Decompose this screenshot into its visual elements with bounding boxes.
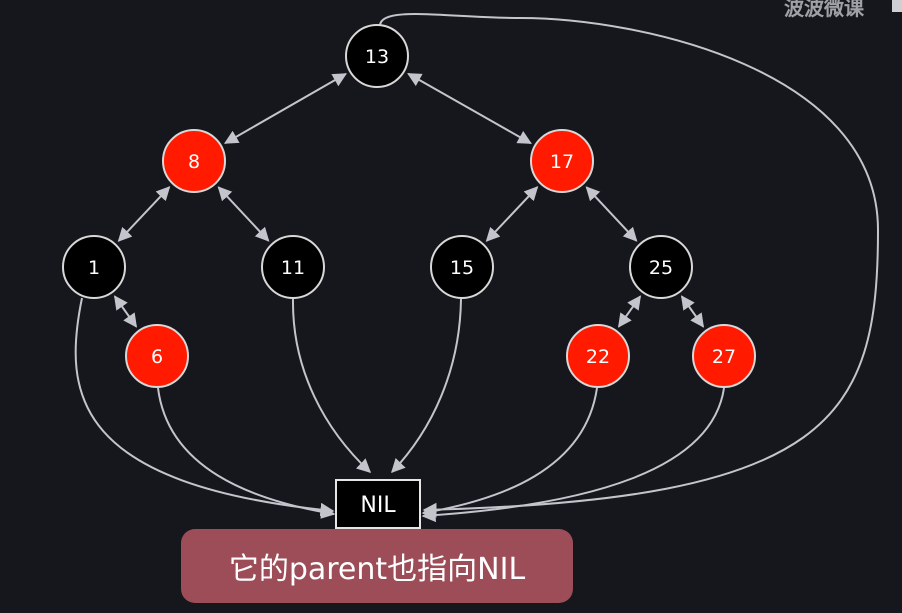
caption: 它的parent也指向NIL [181,529,573,603]
nil-link-27 [421,387,725,523]
edge-8-1 [117,186,171,242]
nil-link-1 [74,297,335,517]
nil-link-15 [391,298,462,474]
edge-17-15 [485,186,539,242]
edge-1-6 [113,295,138,328]
tree-node-6: 6 [125,324,189,388]
node-circle [692,324,756,388]
nil-label: NIL [360,493,396,518]
tree-node-17: 17 [530,129,594,193]
tree-node-27: 27 [692,324,756,388]
tree-node-11: 11 [261,235,325,299]
node-label: 6 [151,346,163,368]
nil-box [335,479,421,529]
node-label: 22 [586,346,610,368]
nil-link-22 [421,387,598,518]
node-circle [430,235,494,299]
node-label: 1 [88,257,100,279]
nil-link-13 [379,13,880,517]
node-circle [566,324,630,388]
node-label: 27 [712,346,736,368]
edge-8-11 [217,186,270,242]
tree-node-8: 8 [162,129,226,193]
edge-13-8 [224,73,347,144]
node-label: 25 [649,257,673,279]
node-label: 17 [550,151,574,173]
nil-node: NIL [335,479,421,529]
node-circle [345,24,409,88]
nil-link-11 [291,298,372,473]
tree-node-1: 1 [62,235,126,299]
edge-17-25 [585,186,638,242]
node-circle [62,235,126,299]
watermark: 波波微课 [784,0,864,20]
nil-link-6 [157,387,336,519]
edge-25-22 [617,295,642,328]
node-circle [629,235,693,299]
nil-links [74,13,880,523]
tree-edges [113,72,705,328]
tree-node-25: 25 [629,235,693,299]
tree-node-13: 13 [345,24,409,88]
node-label: 13 [365,46,389,68]
tree-node-22: 22 [566,324,630,388]
edge-25-27 [680,295,705,328]
node-circle [530,129,594,193]
node-label: 15 [450,257,474,279]
node-circle [162,129,226,193]
tree-node-15: 15 [430,235,494,299]
edge-13-17 [407,72,532,145]
node-circle [125,324,189,388]
corner-marker [892,0,902,12]
node-circle [261,235,325,299]
node-label: 11 [281,257,305,279]
node-label: 8 [188,151,200,173]
